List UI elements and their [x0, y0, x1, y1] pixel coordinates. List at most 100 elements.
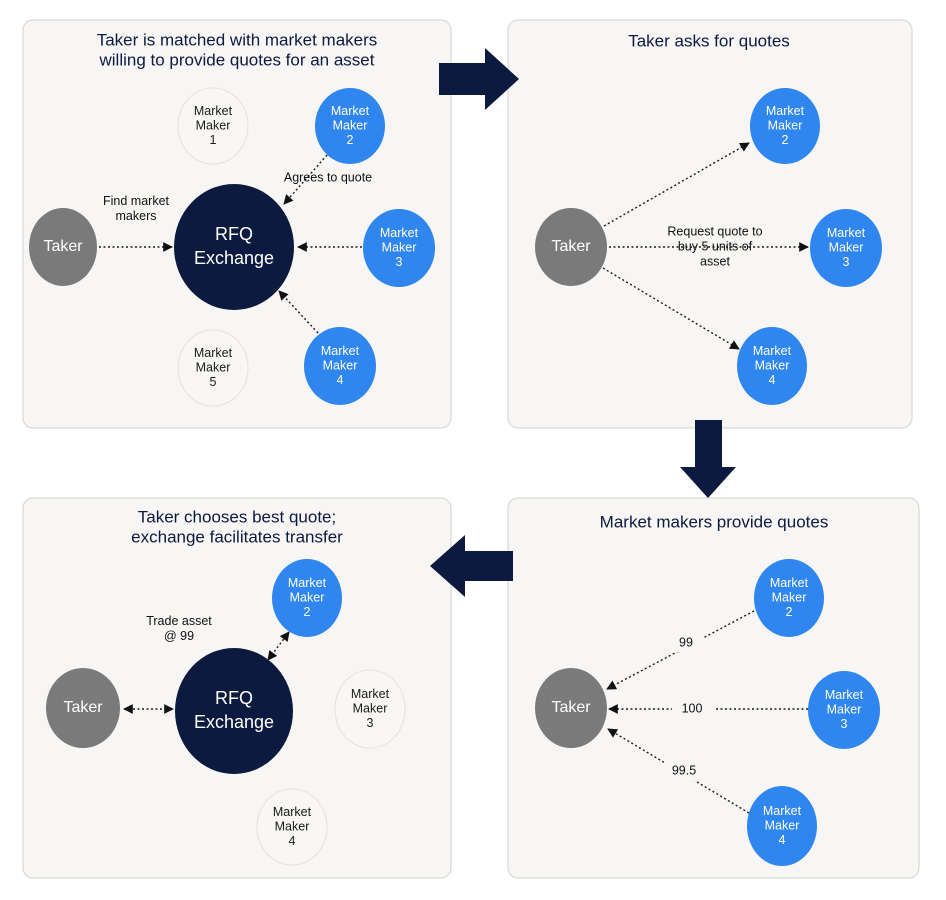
- panel-title-quotes: Market makers provide quotes: [600, 512, 829, 531]
- p1-label-agrees-to-quote-line: Agrees to quote: [284, 170, 372, 184]
- p2-market-maker-2-node: [750, 88, 820, 164]
- p3-label-quote-99-5: 99.5: [672, 763, 696, 777]
- p1-taker-node-label: Taker: [43, 238, 83, 255]
- p3-market-maker-4-node-label-line: 4: [779, 833, 786, 847]
- p3-label-quote-100-line: 100: [682, 701, 703, 715]
- p1-market-maker-2-node: [315, 88, 385, 164]
- p1-market-maker-5-node: [177, 329, 249, 407]
- p2-market-maker-2-node-label-line: Maker: [768, 118, 803, 132]
- p2-connector-taker-mm4: [602, 267, 740, 350]
- p3-market-maker-3-node-label-line: 3: [841, 717, 848, 731]
- p3-market-maker-4-node-label-line: Market: [763, 804, 802, 818]
- p4-label-trade-asset-line: Trade asset: [146, 614, 212, 628]
- p2-market-maker-4-node-label-line: Maker: [755, 358, 790, 372]
- p1-rfq-exchange-node-label-line: RFQ: [215, 224, 253, 244]
- p2-market-maker-3-node-label-line: Maker: [829, 240, 864, 254]
- p3-label-quote-100: 100: [682, 701, 703, 715]
- flow-arrow-right: [439, 48, 519, 110]
- p4-connector-exchange-mm2: [267, 631, 290, 661]
- p1-market-maker-1-node: [177, 87, 249, 165]
- p1-market-maker-1-node-label-line: Maker: [196, 118, 231, 132]
- p3-market-maker-4-node: [747, 786, 817, 866]
- p1-market-maker-2-node-label-line: 2: [347, 133, 354, 147]
- p4-label-trade-asset: Trade asset@ 99: [146, 614, 212, 643]
- p3-label-bg: [664, 761, 704, 781]
- p1-taker-node: [29, 208, 97, 286]
- panel-title-transfer-line: Taker chooses best quote;: [138, 507, 336, 526]
- p3-market-maker-2-node: [754, 559, 824, 637]
- p1-market-maker-1-node-label-line: Market: [194, 104, 233, 118]
- p1-market-maker-3-node-label-line: 3: [396, 255, 403, 269]
- p2-market-maker-3-node: [810, 209, 882, 287]
- p4-market-maker-4-node-label-line: 4: [289, 834, 296, 848]
- p1-market-maker-2-node-label-line: Maker: [333, 118, 368, 132]
- p3-market-maker-2-node-label-line: Maker: [772, 590, 807, 604]
- p3-label-bg: [668, 632, 704, 652]
- p4-taker-node-label: Taker: [63, 699, 103, 716]
- p3-connector-mm2-taker: [606, 610, 755, 690]
- p1-market-maker-4-node-label-line: Market: [321, 344, 360, 358]
- p4-market-maker-2-node-label-line: Market: [288, 576, 327, 590]
- p1-rfq-exchange-node: [174, 184, 294, 310]
- panel-title-transfer: Taker chooses best quote;exchange facili…: [131, 507, 343, 546]
- p3-market-maker-2-node-label-line: 2: [786, 605, 793, 619]
- p1-connector-mm2-exchange: [283, 154, 328, 205]
- p1-market-maker-1-node-label-line: 1: [210, 133, 217, 147]
- p4-market-maker-3-node-label-line: Maker: [353, 701, 388, 715]
- p1-market-maker-4-node-label-line: Maker: [323, 358, 358, 372]
- p2-connector-taker-mm2: [603, 142, 750, 227]
- p2-taker-node: [535, 208, 607, 286]
- p3-label-quote-99-line: 99: [679, 635, 693, 649]
- p1-label-find-market-makers-line: makers: [116, 209, 157, 223]
- p4-market-maker-4-node-label-line: Maker: [275, 819, 310, 833]
- p3-label-quote-99-5-line: 99.5: [672, 763, 696, 777]
- p1-label-find-market-makers-line: Find market: [103, 194, 170, 208]
- p3-taker-node-label-line: Taker: [551, 699, 591, 716]
- p3-label-quote-99: 99: [679, 635, 693, 649]
- p3-taker-node: [535, 668, 607, 748]
- p4-market-maker-3-node: [334, 669, 406, 749]
- p2-label-request-quote-line: asset: [700, 254, 730, 268]
- p4-market-maker-2-node: [272, 559, 342, 637]
- p2-label-request-quote-line: buy 5 units of: [678, 239, 753, 253]
- p2-market-maker-3-node-label-line: 3: [843, 255, 850, 269]
- p4-market-maker-4-node: [256, 788, 328, 866]
- p4-rfq-exchange-node-label-line: RFQ: [215, 688, 253, 708]
- p2-taker-node-label-line: Taker: [551, 238, 591, 255]
- panel-title-request: Taker asks for quotes: [628, 31, 790, 50]
- p3-market-maker-3-node-label-line: Maker: [827, 702, 862, 716]
- panel-title-matching-line: willing to provide quotes for an asset: [99, 50, 375, 69]
- p4-market-maker-2-node-label-line: 2: [304, 605, 311, 619]
- p1-market-maker-2-node-label-line: Market: [331, 104, 370, 118]
- p4-market-maker-4-node-label-line: Market: [273, 805, 312, 819]
- p1-market-maker-3-node: [363, 209, 435, 287]
- p3-label-bg: [672, 699, 714, 719]
- p1-market-maker-5-node-label-line: Maker: [196, 360, 231, 374]
- p4-rfq-exchange-node: [175, 648, 293, 774]
- flow-arrow-down: [680, 420, 736, 498]
- p3-market-maker-3-node-label-line: Market: [825, 688, 864, 702]
- p1-label-agrees-to-quote: Agrees to quote: [284, 170, 372, 184]
- p2-market-maker-4-node-label-line: Market: [753, 344, 792, 358]
- p2-market-maker-4-node: [737, 327, 807, 405]
- flow-arrow-left: [430, 535, 513, 597]
- p2-label-request-quote-line: Request quote to: [667, 224, 762, 238]
- p2-market-maker-2-node-label-line: 2: [782, 133, 789, 147]
- p1-connector-mm4-exchange: [278, 290, 319, 334]
